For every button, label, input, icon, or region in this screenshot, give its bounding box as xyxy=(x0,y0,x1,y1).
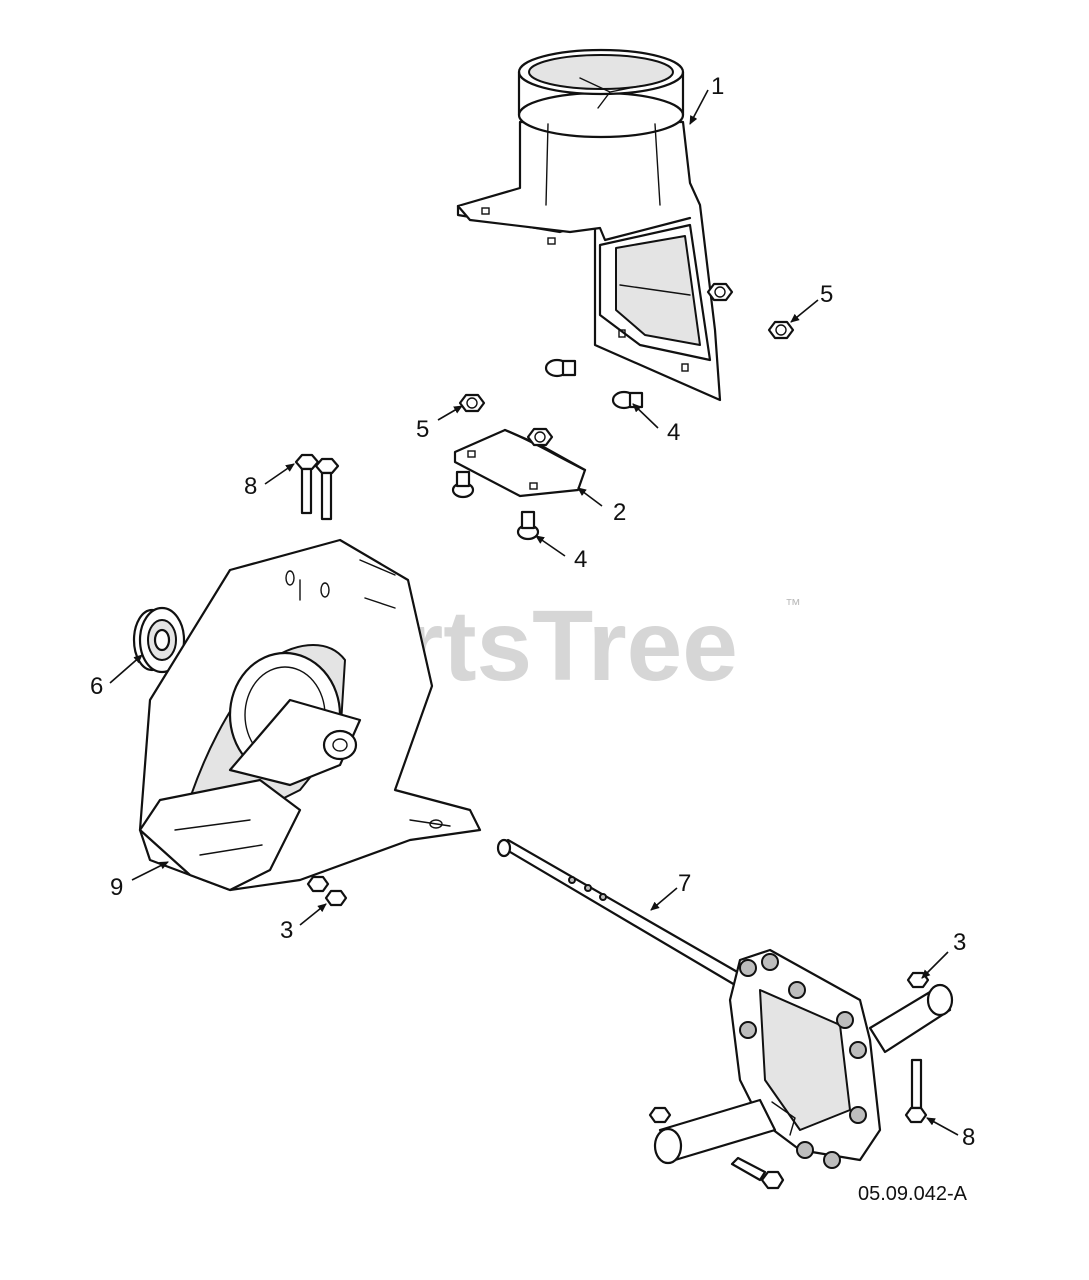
callout-bolt-8-upper: 8 xyxy=(244,473,257,500)
part-carriage-bolt[interactable] xyxy=(544,358,577,378)
callout-nut-5-right: 5 xyxy=(820,281,833,308)
callout-bearing-6: 6 xyxy=(90,673,103,700)
part-flange-nut[interactable] xyxy=(767,320,795,340)
callout-bolt-8-lower: 8 xyxy=(962,1124,975,1151)
callout-bolt-4-lower: 4 xyxy=(574,546,587,573)
part-gearbox[interactable] xyxy=(653,948,954,1169)
part-hex-bolt[interactable] xyxy=(314,457,340,521)
part-hex-bolt[interactable] xyxy=(730,1156,785,1190)
callout-shaft-7: 7 xyxy=(678,870,691,897)
part-chute-housing[interactable] xyxy=(456,48,722,402)
part-carriage-bolt[interactable] xyxy=(516,510,540,541)
part-auger-housing[interactable] xyxy=(138,538,482,892)
part-carriage-bolt[interactable] xyxy=(451,470,475,499)
callout-nut-3-left: 3 xyxy=(280,917,293,944)
part-flange-nut[interactable] xyxy=(458,393,486,413)
part-hex-nut[interactable] xyxy=(324,889,348,907)
part-carriage-bolt[interactable] xyxy=(611,390,644,410)
part-deflector-plate[interactable] xyxy=(453,428,587,498)
part-bearing[interactable] xyxy=(132,606,186,674)
watermark-trademark: ™ xyxy=(785,597,801,614)
drawing-code: 05.09.042-A xyxy=(858,1183,968,1205)
callout-chute-1: 1 xyxy=(711,73,724,100)
part-hex-bolt[interactable] xyxy=(904,1058,928,1124)
callout-housing-9: 9 xyxy=(110,874,123,901)
part-hex-bolt[interactable] xyxy=(294,453,320,515)
part-hex-nut[interactable] xyxy=(648,1106,672,1124)
callout-nut-3-right: 3 xyxy=(953,929,966,956)
callout-nut-5-left: 5 xyxy=(416,416,429,443)
callout-plate-2: 2 xyxy=(613,499,626,526)
part-hex-nut[interactable] xyxy=(306,875,330,893)
part-flange-nut[interactable] xyxy=(526,427,554,447)
part-auger-shaft[interactable] xyxy=(496,838,762,997)
part-flange-nut[interactable] xyxy=(706,282,734,302)
callout-bolt-4-upper: 4 xyxy=(667,419,680,446)
